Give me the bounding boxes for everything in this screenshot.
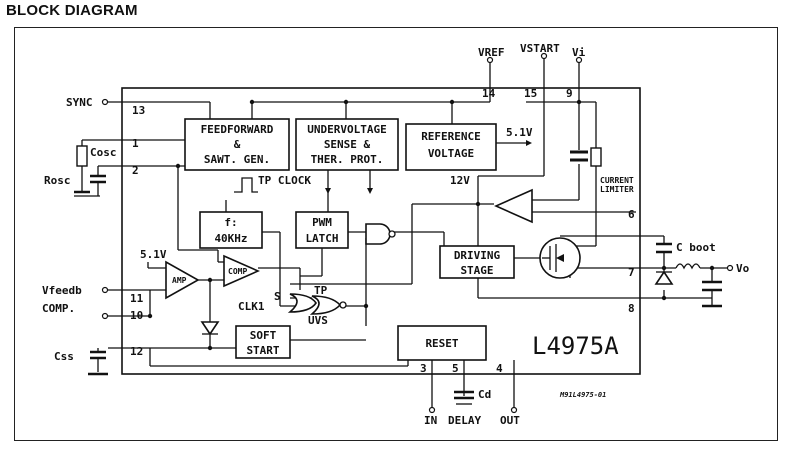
pin-label-delay: DELAY bbox=[448, 414, 481, 427]
chip-name: L4975A bbox=[532, 332, 619, 360]
current-sense-resistor-icon bbox=[590, 147, 602, 167]
ic-outline bbox=[121, 87, 641, 375]
feedforward-label-2: & bbox=[234, 138, 241, 151]
oscillator-label-2: 40KHz bbox=[214, 232, 247, 245]
tp-gate-symbol bbox=[309, 295, 342, 315]
inductor-icon bbox=[675, 263, 701, 270]
undervoltage-label-3: THER. PROT. bbox=[311, 153, 384, 166]
clk-gate-symbol bbox=[287, 293, 317, 313]
arrow-icon bbox=[367, 188, 373, 194]
pin-label-css: Css bbox=[54, 350, 74, 363]
pin-label-vfeedb: Vfeedb bbox=[42, 284, 82, 297]
freewheel-diode-icon bbox=[654, 270, 674, 285]
label-uvs: UVS bbox=[308, 314, 328, 327]
pin-label-comp: COMP. bbox=[42, 302, 75, 315]
pin-label-cboot: C boot bbox=[676, 241, 716, 254]
pin-terminals bbox=[101, 52, 734, 414]
driving-stage-block bbox=[439, 245, 515, 279]
label-tp: TP bbox=[314, 284, 328, 297]
comparator-symbol bbox=[223, 254, 260, 288]
pin-number-6: 6 bbox=[628, 208, 635, 221]
reference-block bbox=[405, 123, 497, 171]
softstart-label-2: START bbox=[246, 344, 279, 357]
reference-label-2: VOLTAGE bbox=[428, 147, 474, 160]
arrow-icon bbox=[325, 188, 331, 194]
pin-label-in: IN bbox=[424, 414, 437, 427]
pin-label-vref: VREF bbox=[478, 46, 505, 59]
pwm-latch-block bbox=[295, 211, 349, 249]
pin-number-4: 4 bbox=[496, 362, 503, 375]
driving-label-2: STAGE bbox=[460, 264, 493, 277]
error-amp-symbol bbox=[165, 260, 200, 300]
nand-gate-symbol bbox=[365, 223, 391, 245]
feedforward-label-3: SAWT. GEN. bbox=[204, 153, 270, 166]
undervoltage-label-2: SENSE & bbox=[324, 138, 371, 151]
pin-number-8: 8 bbox=[628, 302, 635, 315]
rosc-resistor-icon bbox=[76, 145, 88, 167]
pin-number-2: 2 bbox=[132, 164, 139, 177]
amp-label: AMP bbox=[172, 276, 187, 285]
oscillator-block bbox=[199, 211, 263, 249]
softstart-label-1: SOFT bbox=[250, 329, 277, 342]
pin-number-11: 11 bbox=[130, 292, 144, 305]
pwm-label-1: PWM bbox=[312, 216, 332, 229]
pin-number-10: 10 bbox=[130, 309, 143, 322]
pin-number-9: 9 bbox=[566, 87, 573, 100]
arrow-icon bbox=[526, 140, 532, 146]
diode-icon bbox=[200, 321, 220, 336]
wires bbox=[74, 58, 728, 408]
pin-label-cd: Cd bbox=[478, 388, 491, 401]
reset-label: RESET bbox=[425, 337, 458, 350]
label-clk1: CLK1 bbox=[238, 300, 265, 313]
pin-label-rosc: Rosc bbox=[44, 174, 71, 187]
label-s: S bbox=[274, 290, 281, 303]
label-current-limiter-1: CURRENT bbox=[600, 176, 634, 185]
reference-code: M91L4975-01 bbox=[559, 391, 606, 399]
pin-label-sync: SYNC bbox=[66, 96, 93, 109]
pin-label-vstart: VSTART bbox=[520, 42, 560, 55]
pin-number-3: 3 bbox=[420, 362, 427, 375]
page-title: BLOCK DIAGRAM bbox=[6, 2, 138, 19]
current-limiter-amp-symbol bbox=[494, 188, 533, 224]
junction-dots bbox=[147, 99, 715, 351]
pin-number-7: 7 bbox=[628, 266, 635, 279]
reset-block bbox=[397, 325, 487, 361]
feedforward-block bbox=[184, 118, 290, 171]
pin-number-12: 12 bbox=[130, 345, 143, 358]
pin-label-vo: Vo bbox=[736, 262, 750, 275]
driving-label-1: DRIVING bbox=[454, 249, 501, 262]
pin-label-vi: Vi bbox=[572, 46, 586, 59]
feedforward-label-1: FEEDFORWARD bbox=[201, 123, 274, 136]
oscillator-label-1: f: bbox=[224, 216, 237, 229]
pin-number-14: 14 bbox=[482, 87, 496, 100]
pin-label-out: OUT bbox=[500, 414, 520, 427]
undervoltage-label-1: UNDERVOLTAGE bbox=[307, 123, 386, 136]
diagram-frame bbox=[14, 27, 778, 441]
comp-label: COMP bbox=[228, 267, 247, 276]
pin-number-15: 15 bbox=[524, 87, 537, 100]
reference-label-1: REFERENCE bbox=[421, 130, 481, 143]
label-5v1-ref: 5.1V bbox=[506, 126, 533, 139]
label-current-limiter-2: LIMITER bbox=[600, 185, 634, 194]
pin-number-13: 13 bbox=[132, 104, 145, 117]
label-12v: 12V bbox=[450, 174, 470, 187]
pin-number-1: 1 bbox=[132, 137, 139, 150]
pin-label-cosc: Cosc bbox=[90, 146, 117, 159]
pwm-label-2: LATCH bbox=[305, 232, 338, 245]
label-tp-clock: TP CLOCK bbox=[258, 174, 311, 187]
pin-number-5: 5 bbox=[452, 362, 459, 375]
soft-start-block bbox=[235, 325, 291, 359]
tp-clock-pulse-icon bbox=[234, 177, 258, 193]
label-5v1-amp: 5.1V bbox=[140, 248, 167, 261]
undervoltage-block bbox=[295, 118, 399, 171]
